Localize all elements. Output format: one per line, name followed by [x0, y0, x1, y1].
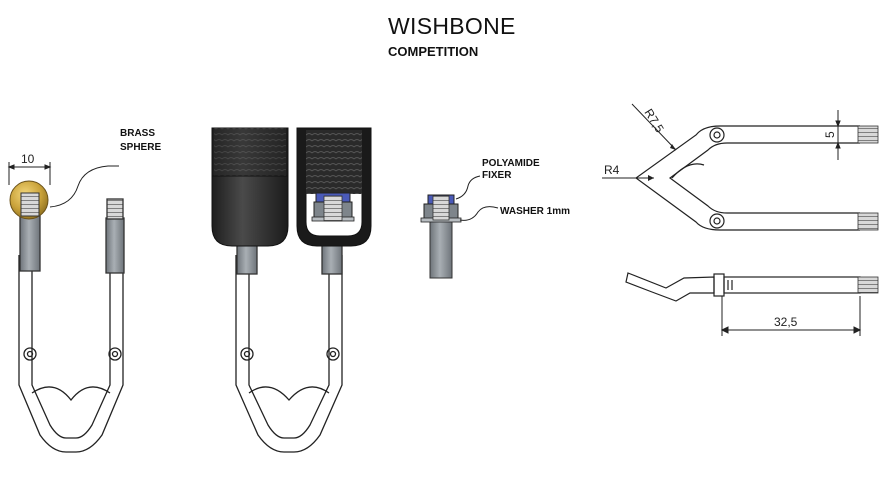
leader-polyamide	[455, 175, 481, 200]
leader-brass-sphere	[49, 165, 119, 208]
label-polyamide: POLYAMIDE	[482, 158, 540, 169]
dimension-thread-label: 5	[823, 131, 837, 138]
thread-bottom	[857, 212, 879, 231]
closed-cap	[211, 127, 289, 247]
label-fixer: FIXER	[482, 170, 512, 181]
leader-outer-radius	[631, 103, 677, 151]
page-title: WISHBONE	[388, 13, 516, 39]
dimension-outer-radius-label: R7,5	[641, 106, 666, 135]
thread-top	[857, 125, 879, 144]
wishbone-with-caps	[235, 237, 343, 453]
top-view-drawing	[634, 125, 861, 231]
label-brass: BRASS	[120, 128, 155, 139]
sphere-thread	[20, 192, 40, 217]
page-subtitle: COMPETITION	[388, 44, 479, 59]
dimension-width-label: 10	[21, 152, 35, 166]
dimension-thread	[826, 110, 848, 160]
fixer-detail	[420, 194, 462, 279]
side-thread	[857, 276, 879, 294]
dimension-width	[7, 162, 52, 185]
dimension-inner-radius-label: R4	[604, 163, 620, 177]
wishbone-with-brass-sphere	[18, 198, 125, 453]
label-sphere: SPHERE	[120, 142, 161, 153]
label-washer: WASHER 1mm	[500, 206, 570, 217]
dimension-length-label: 32,5	[774, 315, 798, 329]
side-view-drawing	[625, 272, 861, 302]
cutaway-cap	[296, 127, 372, 247]
leader-washer	[459, 206, 499, 221]
dimension-length	[720, 296, 862, 336]
